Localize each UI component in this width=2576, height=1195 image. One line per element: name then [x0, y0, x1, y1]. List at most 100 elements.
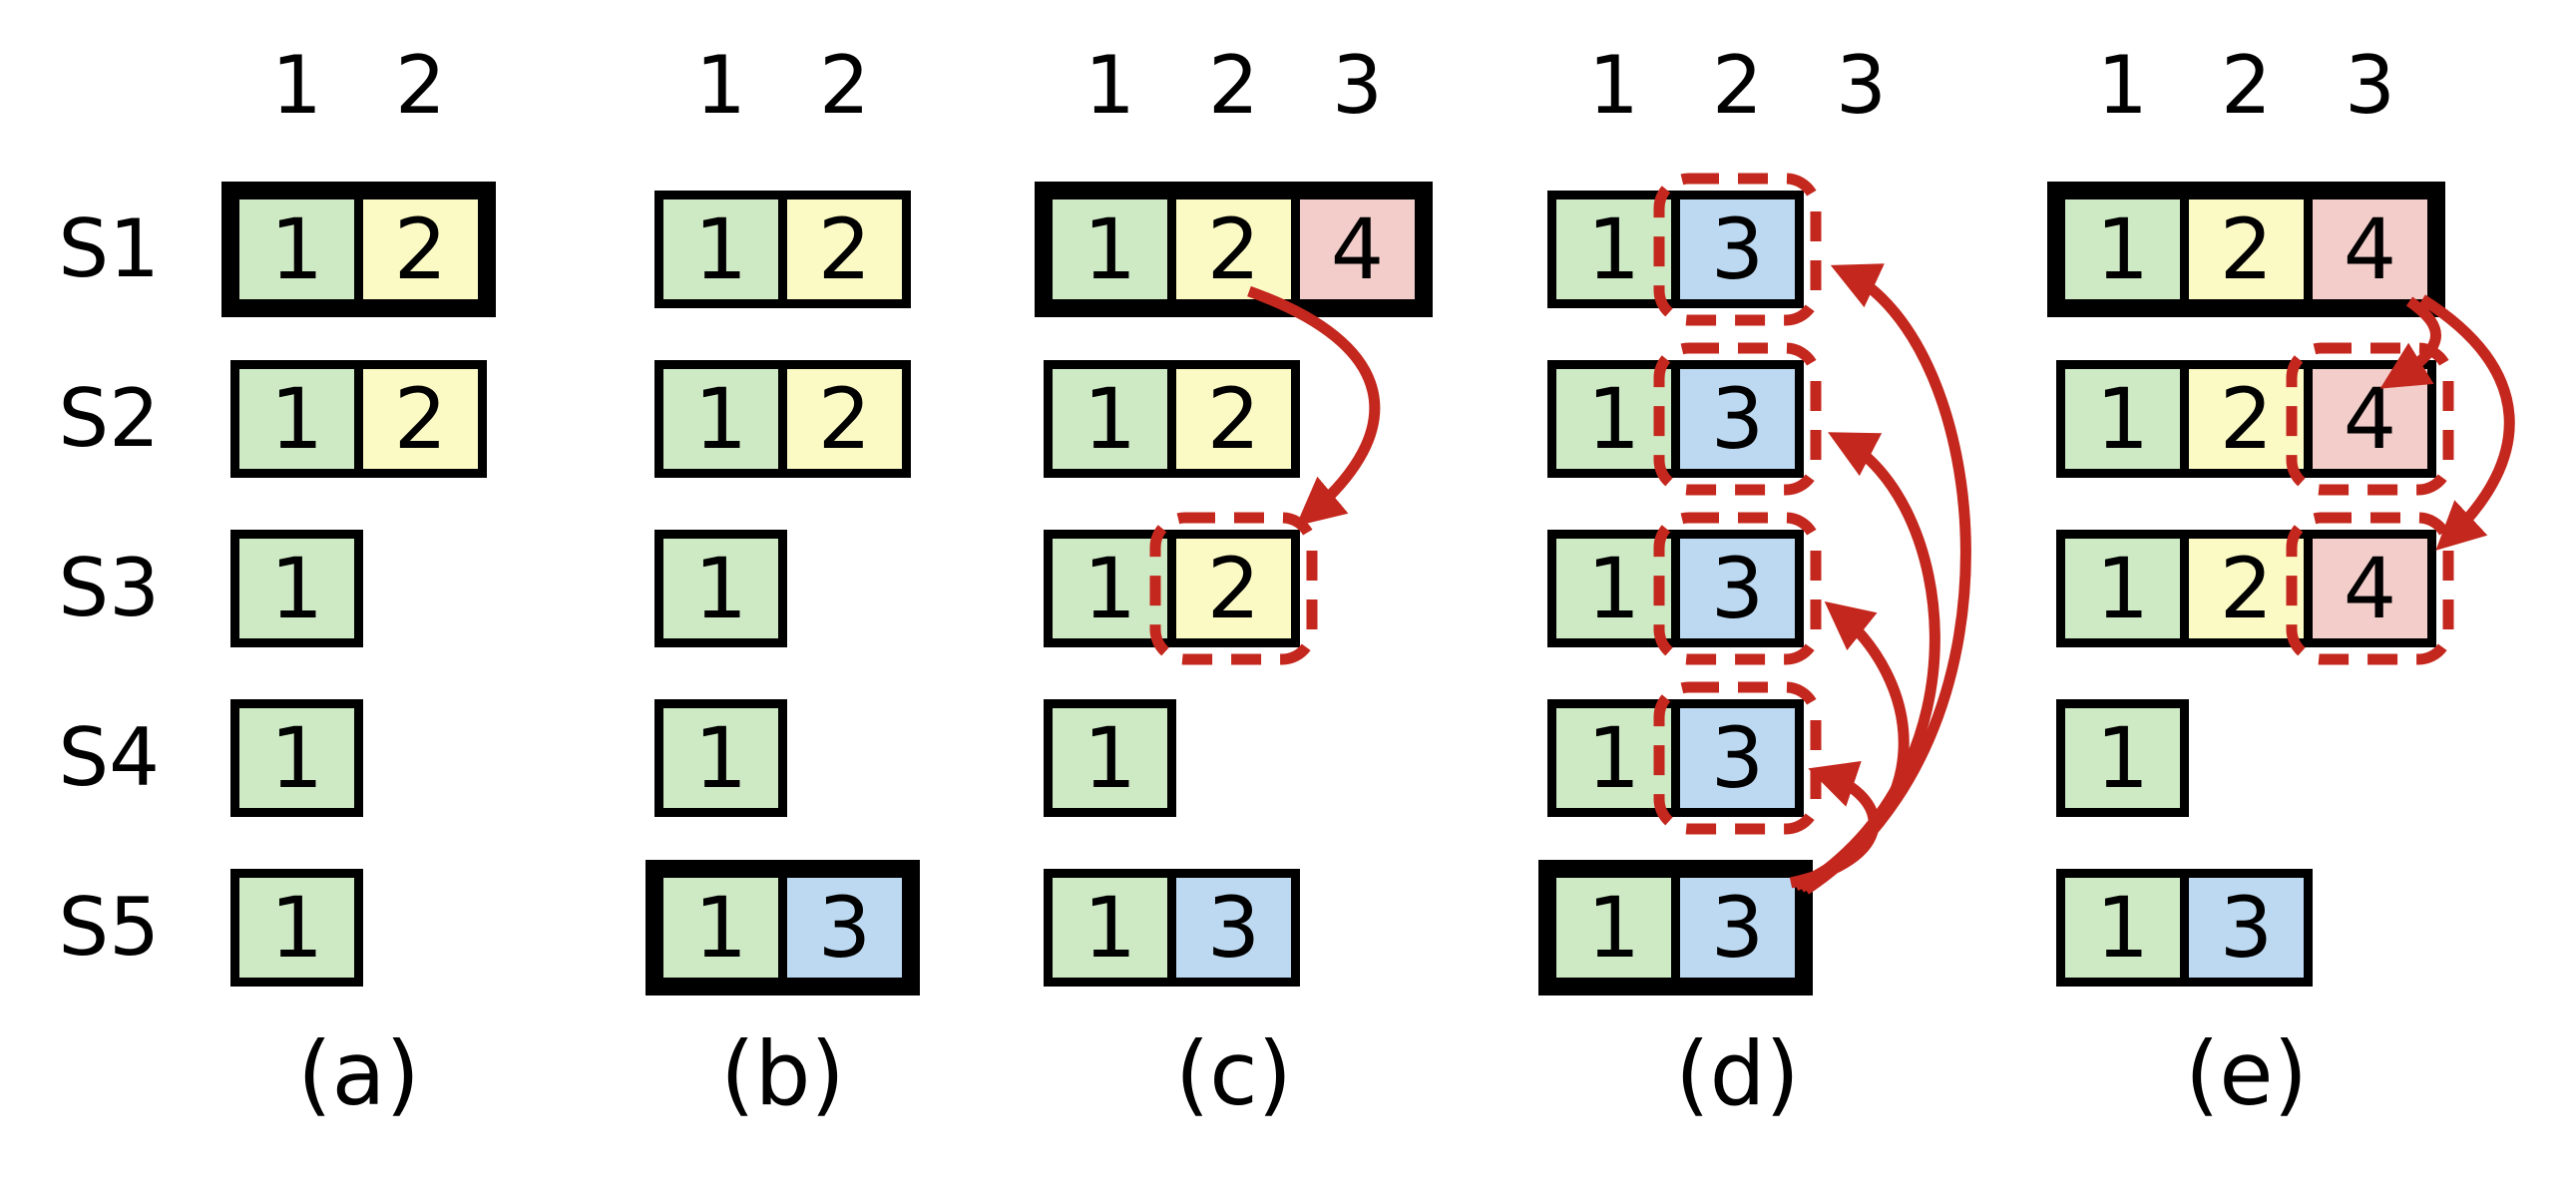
- log-cell-term-3: 3: [1671, 539, 1795, 638]
- log-cell-term-1: 1: [2065, 708, 2180, 808]
- panel-caption-e: (e): [2185, 1022, 2308, 1125]
- log-cell-term-1: 1: [1053, 878, 1167, 978]
- log-cell-term-2: 2: [1167, 199, 1291, 299]
- log-cell-term-1: 1: [1053, 539, 1167, 638]
- log-cell-term-4: 4: [2304, 369, 2427, 469]
- log-cell-term-1: 1: [2065, 878, 2180, 978]
- log-cell-term-2: 2: [2180, 539, 2304, 638]
- panel-caption-b: (b): [720, 1022, 845, 1125]
- replication-arrow-e-s1-to-s3: [2419, 294, 2515, 551]
- log-cell-term-4: 4: [1291, 199, 1415, 299]
- row-label-s3: S3: [58, 542, 160, 634]
- log-cell-term-4: 4: [2304, 199, 2427, 299]
- log-cell-term-1: 1: [239, 708, 354, 808]
- log-cell-term-1: 1: [1053, 708, 1167, 808]
- log-cell-term-1: 1: [663, 199, 778, 299]
- replication-arrow-e-s1-to-s2: [2379, 296, 2441, 389]
- log-cell-term-1: 1: [239, 878, 354, 978]
- replicated-entry-highlight-d-s4: [1653, 681, 1822, 835]
- panel-c-column-header-1: 1: [1084, 39, 1135, 132]
- row-label-s5: S5: [58, 881, 160, 974]
- log-cell-term-1: 1: [2065, 199, 2180, 299]
- log-cell-term-1: 1: [663, 369, 778, 469]
- log-cell-term-4: 4: [2304, 539, 2427, 638]
- panel-a-row-s5: 1: [230, 869, 363, 987]
- log-cell-term-1: 1: [239, 369, 354, 469]
- log-cell-term-3: 3: [778, 878, 902, 978]
- log-cell-term-2: 2: [2180, 199, 2304, 299]
- replication-arrow-c-s1-to-s3: [1247, 285, 1381, 527]
- replication-arrow-d-s5-to-s3: [1793, 600, 1910, 892]
- log-cell-term-1: 1: [1556, 878, 1671, 978]
- log-cell-term-1: 1: [1556, 539, 1671, 638]
- panel-caption-a: (a): [297, 1022, 420, 1125]
- replication-arrow-d-s5-to-s1: [1802, 263, 1971, 895]
- row-label-s2: S2: [58, 372, 160, 465]
- panel-e-column-header-1: 1: [2097, 39, 2148, 132]
- log-cell-term-1: 1: [663, 878, 778, 978]
- panel-d-column-header-3: 3: [1836, 39, 1887, 132]
- panel-c-column-header-2: 2: [1208, 39, 1259, 132]
- panel-a-column-header-2: 2: [395, 39, 446, 132]
- log-cell-term-2: 2: [778, 369, 902, 469]
- panel-a-column-header-1: 1: [271, 39, 322, 132]
- log-cell-term-1: 1: [1556, 708, 1671, 808]
- panel-c-row-s4: 1: [1044, 699, 1176, 817]
- log-cell-term-1: 1: [2065, 369, 2180, 469]
- panel-c-column-header-3: 3: [1332, 39, 1383, 132]
- replicated-entry-highlight-e-s3: [2286, 512, 2454, 665]
- log-cell-term-1: 1: [239, 199, 354, 299]
- log-cell-term-2: 2: [1167, 369, 1291, 469]
- log-cell-term-2: 2: [778, 199, 902, 299]
- log-cell-term-3: 3: [1671, 199, 1795, 299]
- log-cell-term-1: 1: [663, 539, 778, 638]
- log-cell-term-1: 1: [1556, 199, 1671, 299]
- log-cell-term-1: 1: [1053, 199, 1167, 299]
- log-cell-term-1: 1: [1053, 369, 1167, 469]
- panel-d-column-header-2: 2: [1712, 39, 1763, 132]
- log-cell-term-1: 1: [1556, 369, 1671, 469]
- panel-e-column-header-2: 2: [2221, 39, 2272, 132]
- log-cell-term-3: 3: [1671, 708, 1795, 808]
- log-cell-term-1: 1: [663, 708, 778, 808]
- log-cell-term-1: 1: [239, 539, 354, 638]
- panel-a-row-s3: 1: [230, 530, 363, 647]
- panel-a-row-s4: 1: [230, 699, 363, 817]
- panel-e-column-header-3: 3: [2345, 39, 2395, 132]
- log-cell-term-3: 3: [2180, 878, 2304, 978]
- row-label-s1: S1: [58, 202, 160, 295]
- panel-b-row-s3: 1: [654, 530, 787, 647]
- log-cell-term-2: 2: [354, 369, 478, 469]
- panel-b-row-s4: 1: [654, 699, 787, 817]
- log-cell-term-2: 2: [354, 199, 478, 299]
- panel-e-row-s4: 1: [2056, 699, 2189, 817]
- log-cell-term-3: 3: [1167, 878, 1291, 978]
- log-cell-term-2: 2: [1167, 539, 1291, 638]
- panel-b-column-header-2: 2: [819, 39, 870, 132]
- replication-arrow-d-s5-to-s4: [1789, 760, 1880, 889]
- log-cell-term-1: 1: [2065, 539, 2180, 638]
- log-cell-term-2: 2: [2180, 369, 2304, 469]
